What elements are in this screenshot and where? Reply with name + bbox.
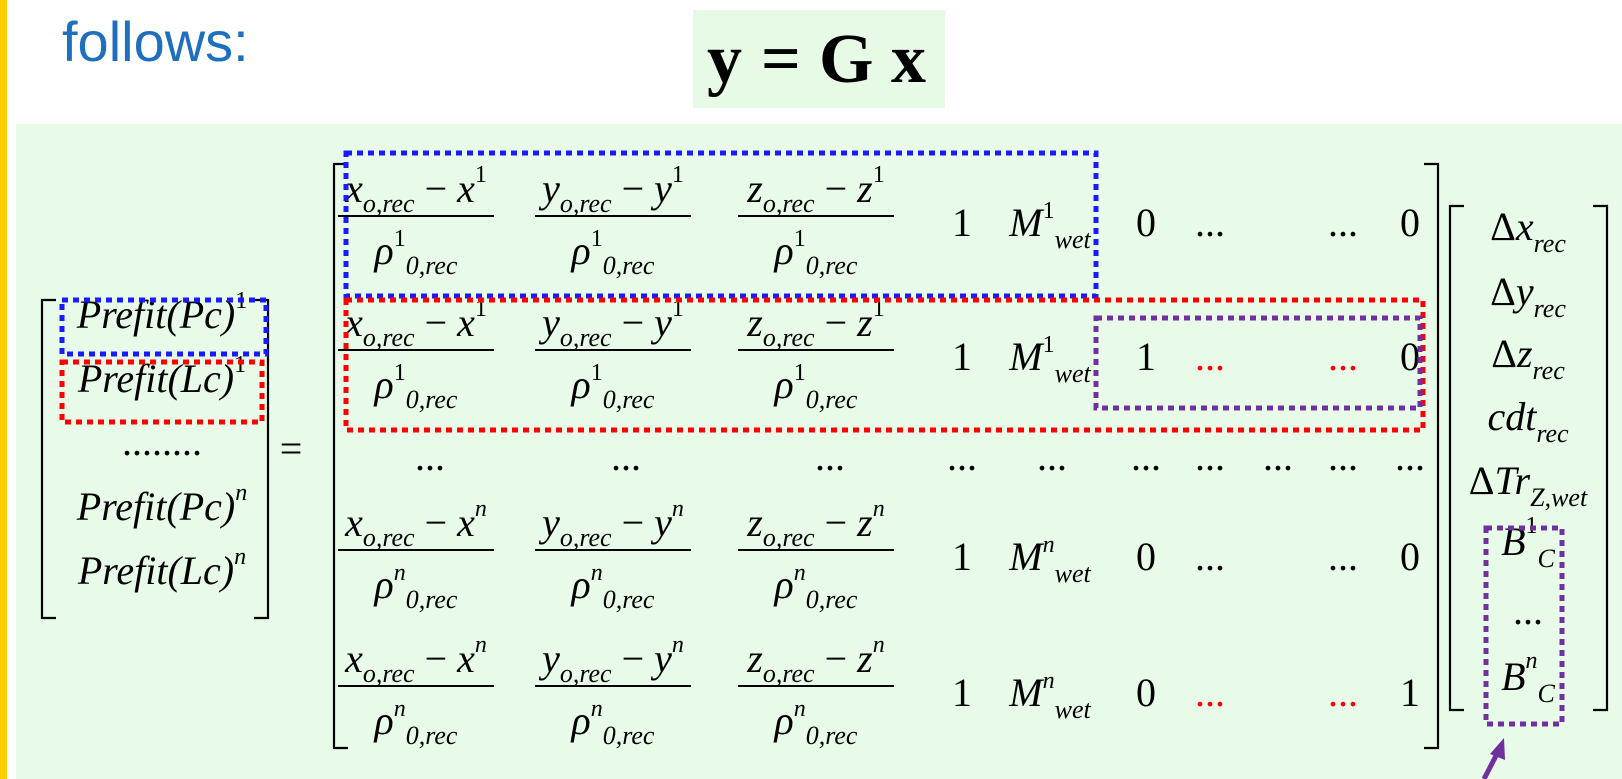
x-row-2: Δzrec xyxy=(1491,331,1565,385)
g-row0-M-wet: M1wet xyxy=(1008,198,1091,254)
x-row-7: BnC xyxy=(1501,648,1555,708)
g-row2-cell-3: 0 xyxy=(1400,534,1420,579)
g-row1-col0-numerator: xo,rec − x1 xyxy=(344,296,487,352)
g-row2-col0-denominator: ρn0,rec xyxy=(373,560,458,614)
ambiguity-arrow-head xyxy=(1490,738,1505,760)
g-row0-col0-numerator: xo,rec − x1 xyxy=(344,162,487,218)
g-row0-col1-denominator: ρ10,rec xyxy=(570,226,655,280)
equation-x: x xyxy=(891,21,926,98)
g-row0-cell-1: ... xyxy=(1195,200,1225,245)
lhs-lc1-highlight-box xyxy=(59,359,265,425)
g-row1-highlight-box xyxy=(343,150,1099,299)
g-dots-row-cell-1: ... xyxy=(611,434,641,479)
matrix-panel xyxy=(16,124,1622,779)
lhs-row-2: ........ xyxy=(122,419,202,464)
g-ambiguity-highlight-box xyxy=(1093,315,1423,411)
g-row1-col1-numerator: yo,rec − y1 xyxy=(538,296,684,352)
g-dots-row-cell-4: ... xyxy=(1037,434,1067,479)
g-row2-col2-numerator: zo,rec − zn xyxy=(746,496,884,552)
g-row2-highlight-box xyxy=(343,297,1426,433)
g-row0-cell-2: ... xyxy=(1328,200,1358,245)
g-row1-cell-2: ... xyxy=(1328,334,1358,379)
g-row2-one: 1 xyxy=(952,534,972,579)
g-dots-row-cell-9: ... xyxy=(1395,434,1425,479)
lhs-row-0: Prefit(Pc)1 xyxy=(76,288,247,337)
g-row1-one: 1 xyxy=(952,334,972,379)
g-dots-row-cell-5: ... xyxy=(1131,434,1161,479)
g-row2-cell-1: ... xyxy=(1195,534,1225,579)
g-right-bracket xyxy=(1424,162,1440,750)
g-left-bracket xyxy=(332,162,348,750)
g-row2-col0-numerator: xo,rec − xn xyxy=(344,496,487,552)
x-row-0: Δxrec xyxy=(1490,204,1566,258)
g-row0-col1-numerator: yo,rec − y1 xyxy=(538,162,684,218)
g-row2-col1-numerator: yo,rec − yn xyxy=(538,496,684,552)
g-row3-col2-numerator: zo,rec − zn xyxy=(746,632,884,688)
lhs-pc1-highlight-box xyxy=(59,297,269,357)
g-row0-cell-3: 0 xyxy=(1400,200,1420,245)
g-row3-cell-2: ... xyxy=(1328,670,1358,715)
g-dots-row-cell-8: ... xyxy=(1328,434,1358,479)
g-row0-col2-denominator: ρ10,rec xyxy=(773,226,858,280)
g-row3-col0-numerator: xo,rec − xn xyxy=(344,632,487,688)
g-row3-col1-numerator: yo,rec − yn xyxy=(538,632,684,688)
g-dots-row-cell-7: ... xyxy=(1263,434,1293,479)
equation-box: y = G x xyxy=(693,10,945,108)
g-row1-M-wet: M1wet xyxy=(1008,332,1091,388)
lhs-right-bracket xyxy=(254,298,270,620)
x-left-bracket xyxy=(1448,204,1464,712)
g-row0-cell-0: 0 xyxy=(1136,200,1156,245)
g-row1-col2-numerator: zo,rec − z1 xyxy=(746,296,884,352)
g-row3-col1-denominator: ρn0,rec xyxy=(570,696,655,750)
g-row3-cell-0: 0 xyxy=(1136,670,1156,715)
lhs-row-3: Prefit(Pc)n xyxy=(76,480,247,529)
g-row1-cell-1: ... xyxy=(1195,334,1225,379)
equation-svg: y = G x xyxy=(707,21,926,98)
lhs-row-1: Prefit(Lc)1 xyxy=(77,352,246,401)
x-row-4: ΔTrZ,wet xyxy=(1469,458,1588,512)
g-dots-row-cell-6: ... xyxy=(1195,434,1225,479)
slide-accent-bar xyxy=(0,0,7,779)
g-dots-row-cell-3: ... xyxy=(947,434,977,479)
equals-sign: = xyxy=(280,426,303,471)
g-row3-cell-1: ... xyxy=(1195,670,1225,715)
lhs-row-4: Prefit(Lc)n xyxy=(77,544,246,593)
g-row2-M-wet: Mnwet xyxy=(1008,532,1091,588)
g-row1-cell-0: 1 xyxy=(1136,334,1156,379)
caption-text: follows: xyxy=(62,10,249,73)
equation-equals: = xyxy=(761,21,801,98)
g-dots-row-cell-0: ... xyxy=(415,434,445,479)
x-right-bracket xyxy=(1593,204,1609,712)
g-row2-col2-denominator: ρn0,rec xyxy=(773,560,858,614)
g-row3-col0-denominator: ρn0,rec xyxy=(373,696,458,750)
g-row2-col1-denominator: ρn0,rec xyxy=(570,560,655,614)
x-ambiguity-highlight-box xyxy=(1483,525,1565,727)
g-dots-row-cell-2: ... xyxy=(815,434,845,479)
g-row0-col2-numerator: zo,rec − z1 xyxy=(746,162,884,218)
g-row1-col1-denominator: ρ10,rec xyxy=(570,360,655,414)
g-row1-col0-denominator: ρ10,rec xyxy=(373,360,458,414)
g-row2-cell-2: ... xyxy=(1328,534,1358,579)
g-row3-one: 1 xyxy=(952,670,972,715)
g-row1-col2-denominator: ρ10,rec xyxy=(773,360,858,414)
lhs-left-bracket xyxy=(40,298,56,620)
g-row3-cell-3: 1 xyxy=(1400,670,1420,715)
equation-y: y xyxy=(707,21,742,98)
g-row0-col0-denominator: ρ10,rec xyxy=(373,226,458,280)
x-row-3: cdtrec xyxy=(1487,394,1569,448)
g-row1-cell-3: 0 xyxy=(1400,334,1420,379)
g-row3-M-wet: Mnwet xyxy=(1008,668,1091,724)
g-row0-one: 1 xyxy=(952,200,972,245)
x-row-6: ... xyxy=(1513,588,1543,633)
x-row-5: B1C xyxy=(1501,513,1555,573)
g-row3-col2-denominator: ρn0,rec xyxy=(773,696,858,750)
g-row2-cell-0: 0 xyxy=(1136,534,1156,579)
x-row-1: Δyrec xyxy=(1490,269,1566,323)
equation-G: G xyxy=(819,21,873,98)
